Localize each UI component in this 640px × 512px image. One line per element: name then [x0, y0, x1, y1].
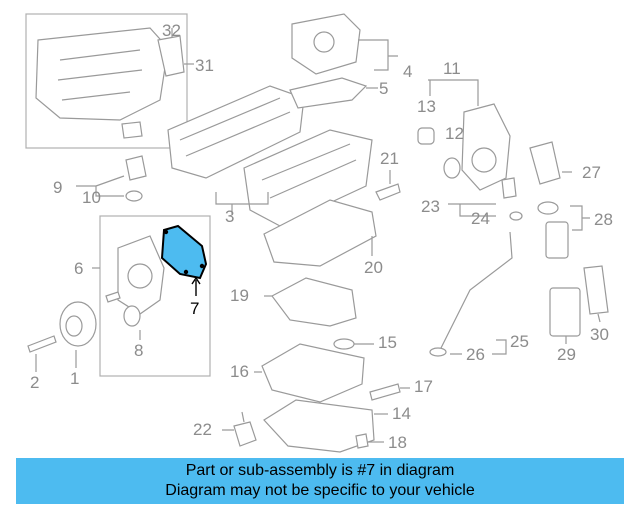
oring-28: [537, 201, 559, 215]
callout-5: 5: [379, 79, 389, 98]
banner-line-2: Diagram may not be specific to your vehi…: [165, 482, 475, 499]
callout-20: 20: [364, 258, 383, 277]
callout-14: 14: [392, 404, 411, 423]
part-17: [369, 383, 401, 401]
timing-cover-gasket: [289, 77, 368, 109]
callout-22: 22: [193, 420, 212, 439]
callout-16: 16: [230, 362, 249, 381]
callout-6: 6: [74, 259, 84, 278]
valve-cover: [243, 129, 373, 227]
callout-30: 30: [590, 325, 609, 344]
parts-diagram: [25, 13, 609, 453]
callout-23: 23: [421, 197, 440, 216]
gasket-7-highlighted: [160, 224, 208, 280]
callout-18: 18: [388, 433, 407, 452]
seal-12: [443, 157, 461, 179]
callout-9: 9: [53, 178, 63, 197]
callout-27: 27: [582, 163, 601, 182]
callout-31: 31: [195, 56, 214, 75]
sensor-small: [121, 121, 143, 139]
callout-11: 11: [443, 59, 461, 78]
oil-pump: [271, 277, 357, 327]
callout-26: 26: [466, 345, 485, 364]
callout-7: 7: [190, 299, 200, 318]
timing-cover-right: [461, 103, 511, 191]
callout-12: 12: [445, 124, 464, 143]
callout-4: 4: [403, 62, 413, 81]
intake-manifold-group-box: [25, 13, 188, 149]
seal-13: [417, 127, 435, 145]
oring-10: [125, 190, 143, 202]
sensor-9: [125, 155, 147, 181]
oil-filter-29: [545, 221, 569, 259]
callout-15: 15: [378, 333, 397, 352]
bolt-2: [27, 335, 57, 353]
callout-1: 1: [70, 369, 80, 388]
cylinder-head: [167, 85, 305, 179]
callout-29: 29: [557, 345, 576, 364]
dipstick-tube: [439, 231, 513, 351]
sensor-21: [375, 183, 401, 201]
oil-filter-housing: [529, 141, 561, 185]
callout-2: 2: [30, 373, 40, 392]
callout-19: 19: [230, 286, 249, 305]
callout-10: 10: [82, 188, 101, 207]
callout-28: 28: [594, 210, 613, 229]
baffle-plate: [263, 199, 377, 267]
intake-gasket-32: [157, 35, 185, 77]
oil-cooler: [549, 287, 581, 337]
callout-8: 8: [134, 341, 144, 360]
cooler-gasket-30: [583, 265, 609, 315]
callout-32: 32: [162, 21, 181, 40]
info-banner: Part or sub-assembly is #7 in diagram Di…: [16, 458, 624, 504]
callout-21: 21: [380, 149, 399, 168]
oil-pan: [263, 399, 375, 453]
callout-24: 24: [471, 209, 490, 228]
seal-8: [123, 305, 141, 327]
seal-15: [333, 338, 355, 350]
callout-17: 17: [414, 377, 433, 396]
callout-25: 25: [510, 332, 529, 351]
front-cover-group-box: [99, 215, 211, 377]
banner-line-1: Part or sub-assembly is #7 in diagram: [185, 462, 455, 479]
callout-3: 3: [225, 207, 235, 226]
intake-manifold: [35, 27, 169, 121]
oil-pan-gasket: [261, 343, 365, 403]
callout-13: 13: [417, 97, 436, 116]
sensor-22: [233, 421, 257, 447]
